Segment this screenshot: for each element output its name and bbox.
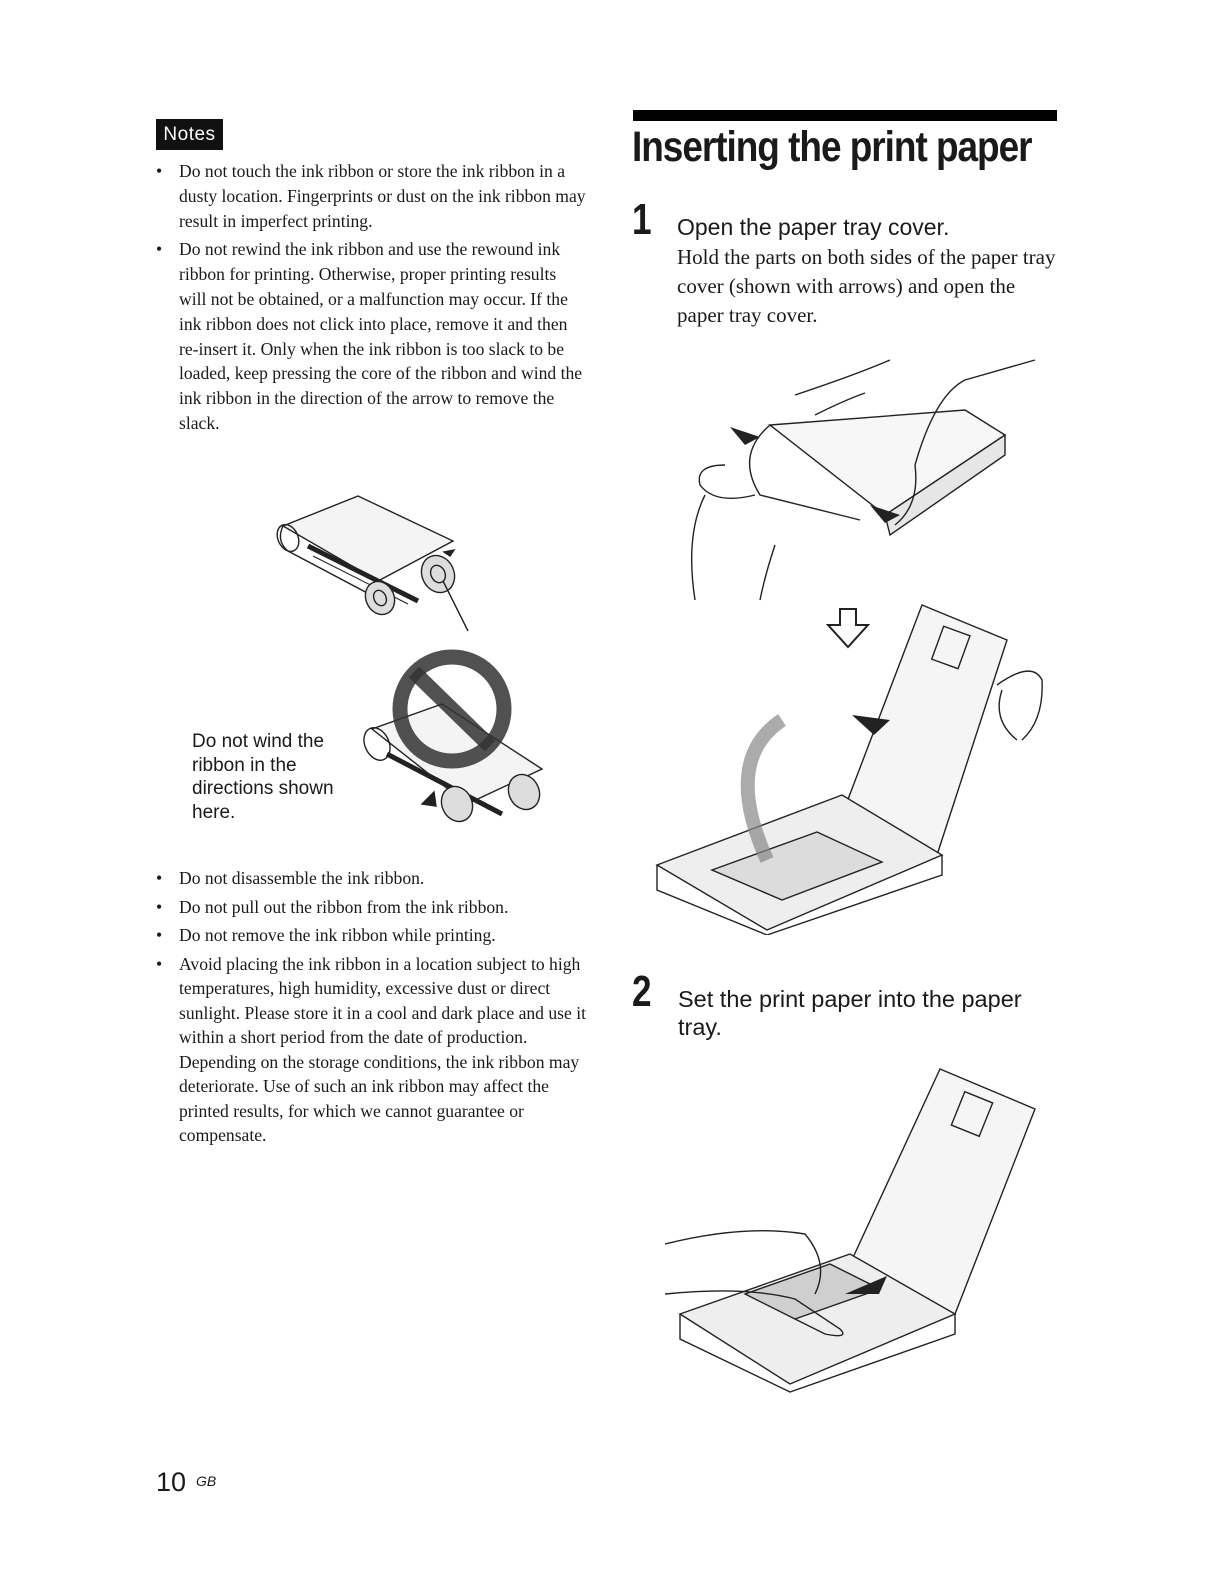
note-item: Do not touch the ink ribbon or store the…	[156, 159, 586, 233]
step-2-number: 2	[632, 967, 652, 1016]
section-title: Inserting the print paper	[632, 123, 1033, 171]
step-2-title: Set the print paper into the paper tray.	[678, 986, 1022, 1040]
page-number: 10	[156, 1467, 187, 1497]
notes-list-top: Do not touch the ink ribbon or store the…	[156, 159, 586, 440]
step-1-body: Hold the parts on both sides of the pape…	[677, 245, 1056, 327]
note-item: Do not rewind the ink ribbon and use the…	[156, 237, 586, 435]
ink-ribbon-illustration	[276, 495, 469, 632]
note-item: Do not pull out the ribbon from the ink …	[156, 895, 588, 920]
step-1-number: 1	[632, 195, 652, 244]
opened-tray-illustration	[655, 604, 1043, 935]
note-item: Do not remove the ink ribbon while print…	[156, 923, 588, 948]
notes-badge: Notes	[156, 119, 223, 150]
note-item: Do not disassemble the ink ribbon.	[156, 866, 588, 891]
warning-caption: Do not wind the ribbon in the directions…	[192, 731, 334, 823]
insert-paper-illustration	[665, 1068, 1036, 1393]
page-language-code: GB	[196, 1473, 217, 1489]
open-tray-cover-illustration	[690, 359, 1036, 601]
prohibited-winding-illustration	[363, 649, 544, 823]
down-arrow-icon	[826, 608, 870, 649]
section-rule	[633, 110, 1057, 121]
step-1-title: Open the paper tray cover.	[677, 214, 950, 240]
notes-list-bottom: Do not disassemble the ink ribbon. Do no…	[156, 866, 588, 1152]
note-item: Avoid placing the ink ribbon in a locati…	[156, 952, 588, 1148]
